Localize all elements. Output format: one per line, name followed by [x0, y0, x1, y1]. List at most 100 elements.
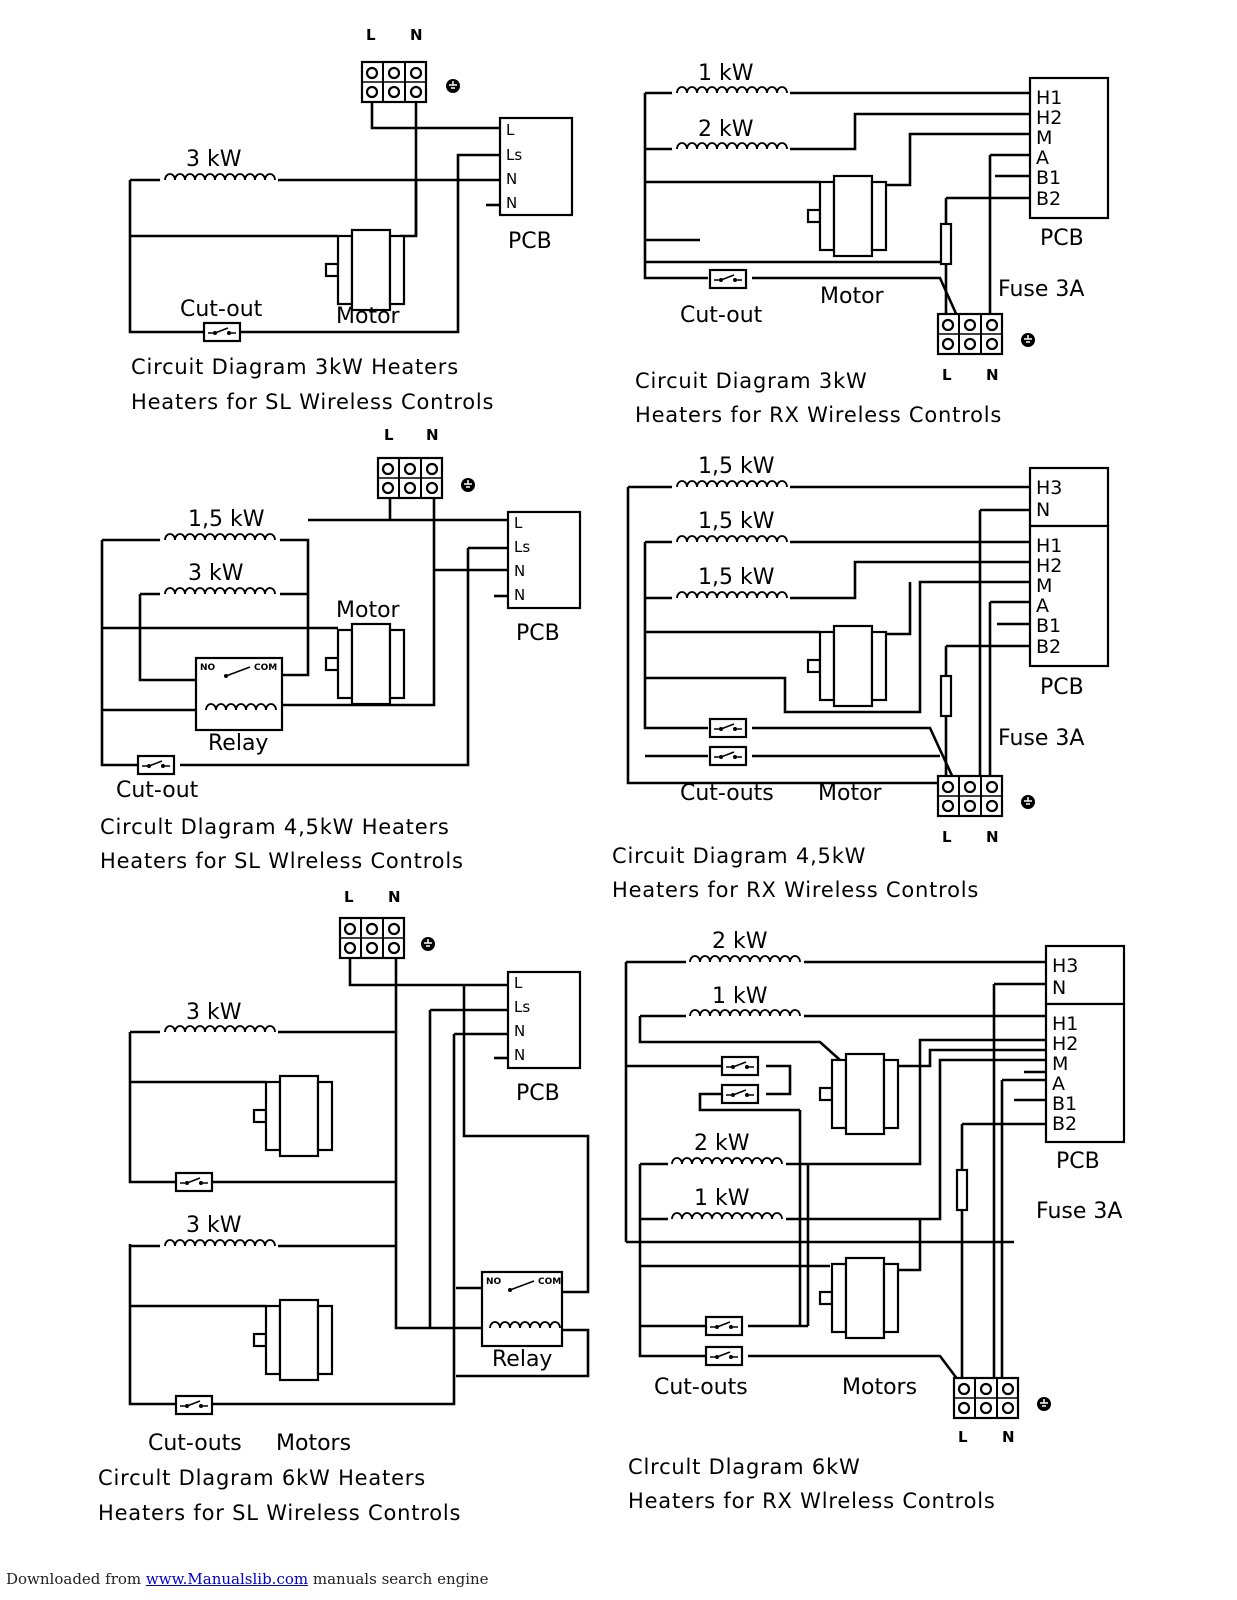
pcb-pin: Ls — [514, 998, 530, 1016]
relay-no-label: NO — [200, 663, 216, 673]
manualslib-link[interactable]: www.Manualslib.com — [145, 1570, 309, 1588]
caption-line-2: Heaters for SL Wlreless Controls — [100, 849, 464, 873]
earth-icon — [1020, 794, 1036, 810]
caption-line-2: Heaters for SL Wireless Controls — [98, 1501, 461, 1525]
pcb-pin: B1 — [1052, 1093, 1077, 1115]
cutout-switch — [136, 754, 176, 776]
caption-line-1: Circuit Diagram 3kW — [635, 369, 868, 393]
heater-label: 2 kW — [698, 117, 754, 142]
motor-label: Motor — [336, 598, 401, 623]
caption-line-1: Circult Dlagram 4,5kW Heaters — [100, 815, 450, 839]
heater-coil — [676, 142, 788, 150]
heater-label: 3 kW — [188, 561, 244, 586]
pcb-pin: H1 — [1036, 535, 1062, 557]
terminal-n-label: N — [388, 888, 401, 906]
motor-label: Motor — [818, 781, 883, 806]
relay-label: Relay — [208, 731, 268, 756]
heater-coil — [689, 955, 801, 963]
heater-coil — [689, 1009, 801, 1017]
diagram-sl-6kw: L N L Ls N N PCB 3 kW 3 kW NO COM Re — [98, 888, 590, 1525]
terminal-l-label: L — [366, 26, 376, 44]
cutout-switch — [704, 1315, 744, 1337]
motor — [818, 1256, 900, 1340]
pcb-label: PCB — [1040, 675, 1084, 700]
terminal-l-label: L — [344, 888, 354, 906]
heater-label: 1 kW — [694, 1186, 750, 1211]
pcb-pin: H3 — [1052, 955, 1078, 977]
earth-icon — [1020, 332, 1036, 348]
diagram-sl-3kw: L N L Ls N N PCB 3 kW Cut-out Motor Circ… — [128, 26, 574, 414]
terminal-block — [376, 456, 444, 500]
pcb-box — [506, 510, 582, 610]
caption-line-2: Heaters for RX Wireless Controls — [635, 403, 1002, 427]
pcb-box — [506, 970, 582, 1070]
cutout-switch — [174, 1394, 214, 1416]
pcb-pin: A — [1036, 595, 1049, 617]
pcb-pin: N — [506, 170, 517, 188]
motor — [818, 1052, 900, 1136]
caption-line-1: Circuit Diagram 3kW Heaters — [131, 355, 459, 379]
pcb-box — [1028, 76, 1110, 220]
terminal-block — [360, 60, 428, 104]
cutout-switch — [720, 1083, 760, 1105]
pcb-label: PCB — [516, 1081, 560, 1106]
heater-label: 3 kW — [186, 147, 242, 172]
heater-coil — [676, 86, 788, 94]
caption-line-2: Heaters for SL Wireless Controls — [131, 390, 494, 414]
terminal-l-label: L — [384, 426, 394, 444]
terminal-block — [936, 774, 1004, 818]
relay-no-label: NO — [486, 1277, 502, 1287]
heater-coil — [164, 587, 276, 595]
earth-icon — [1036, 1396, 1052, 1412]
cutouts-label: Cut-outs — [654, 1375, 748, 1400]
heater-label: 2 kW — [712, 929, 768, 954]
heater-coil — [164, 533, 276, 541]
heater-label: 3 kW — [186, 1000, 242, 1025]
terminal-n-label: N — [986, 366, 999, 384]
pcb-pin: B2 — [1036, 188, 1061, 210]
pcb-pin: L — [514, 514, 523, 532]
terminal-block — [338, 916, 406, 960]
pcb-pin: M — [1036, 575, 1052, 597]
motor — [252, 1298, 334, 1382]
motor — [806, 624, 888, 708]
cutout-switch — [202, 321, 242, 343]
pcb-pin: H2 — [1036, 555, 1062, 577]
pcb-pin: Ls — [506, 146, 522, 164]
cutout-label: Cut-out — [116, 778, 199, 803]
pcb-pin: M — [1036, 127, 1052, 149]
cutout-switch — [708, 717, 748, 739]
cutouts-label: Cut-outs — [148, 1431, 242, 1456]
heater-label: 1 kW — [698, 61, 754, 86]
cutout-switch — [708, 268, 748, 290]
motor-label: Motor — [820, 284, 885, 309]
cutout-label: Cut-out — [680, 303, 763, 328]
pcb-box — [1044, 1002, 1126, 1144]
pcb-pin: L — [514, 974, 523, 992]
download-footer: Downloaded from www.Manualslib.com manua… — [6, 1570, 489, 1588]
footer-suffix: manuals search engine — [308, 1570, 489, 1588]
heater-coil — [164, 1239, 276, 1247]
pcb-top-box — [1028, 466, 1110, 528]
pcb-label: PCB — [1056, 1149, 1100, 1174]
pcb-pin: N — [514, 1022, 525, 1040]
caption-line-1: Circuit Diagram 4,5kW — [612, 844, 866, 868]
motor — [806, 174, 888, 258]
fuse-label: Fuse 3A — [998, 726, 1084, 751]
pcb-box — [1028, 524, 1110, 668]
pcb-label: PCB — [516, 621, 560, 646]
motor — [324, 622, 406, 706]
pcb-pin: Ls — [514, 538, 530, 556]
relay-com-label: COM — [538, 1277, 561, 1287]
cutout-switch — [704, 1345, 744, 1367]
heater-coil — [676, 480, 788, 488]
motor — [324, 228, 406, 312]
motor — [252, 1074, 334, 1158]
terminal-l-label: L — [958, 1428, 968, 1446]
pcb-pin: A — [1052, 1073, 1065, 1095]
pcb-pin: L — [506, 121, 515, 139]
heater-coil — [164, 1025, 276, 1033]
heater-label: 1,5 kW — [188, 507, 265, 532]
terminal-n-label: N — [426, 426, 439, 444]
